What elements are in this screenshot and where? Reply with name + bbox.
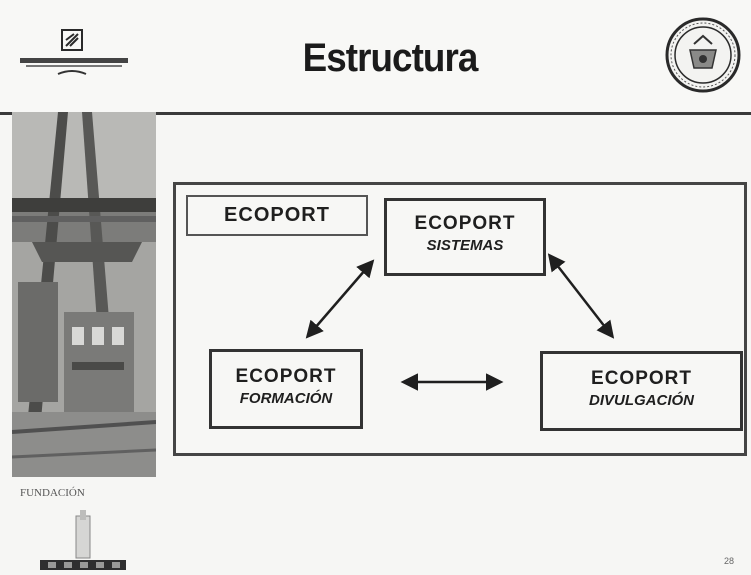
node-subtitle: DIVULGACIÓN <box>589 392 694 409</box>
node-ecoport-formacion: ECOPORT FORMACIÓN <box>209 349 363 429</box>
arrow-sistemas-divulgacion <box>547 253 615 339</box>
fundacion-label: FUNDACIÓN <box>20 487 85 499</box>
node-title: ECOPORT <box>414 213 516 234</box>
node-title: ECOPORT <box>235 366 337 387</box>
institution-seal <box>665 17 741 93</box>
arrow-sistemas-formacion <box>305 259 375 339</box>
foundation-logo <box>40 510 126 570</box>
node-title: ECOPORT <box>591 368 692 389</box>
node-ecoport: ECOPORT <box>186 195 368 236</box>
node-subtitle: SISTEMAS <box>426 237 504 254</box>
page-number: 28 <box>724 556 735 566</box>
node-ecoport-sistemas: ECOPORT SISTEMAS <box>384 198 546 276</box>
header-bar: Estructura <box>0 0 751 115</box>
port-crane-photo <box>12 112 156 477</box>
node-subtitle: FORMACIÓN <box>239 390 333 407</box>
organization-logo <box>20 29 128 75</box>
node-ecoport-divulgacion: ECOPORT DIVULGACIÓN <box>540 351 743 431</box>
page-title: Estructura <box>302 36 479 80</box>
